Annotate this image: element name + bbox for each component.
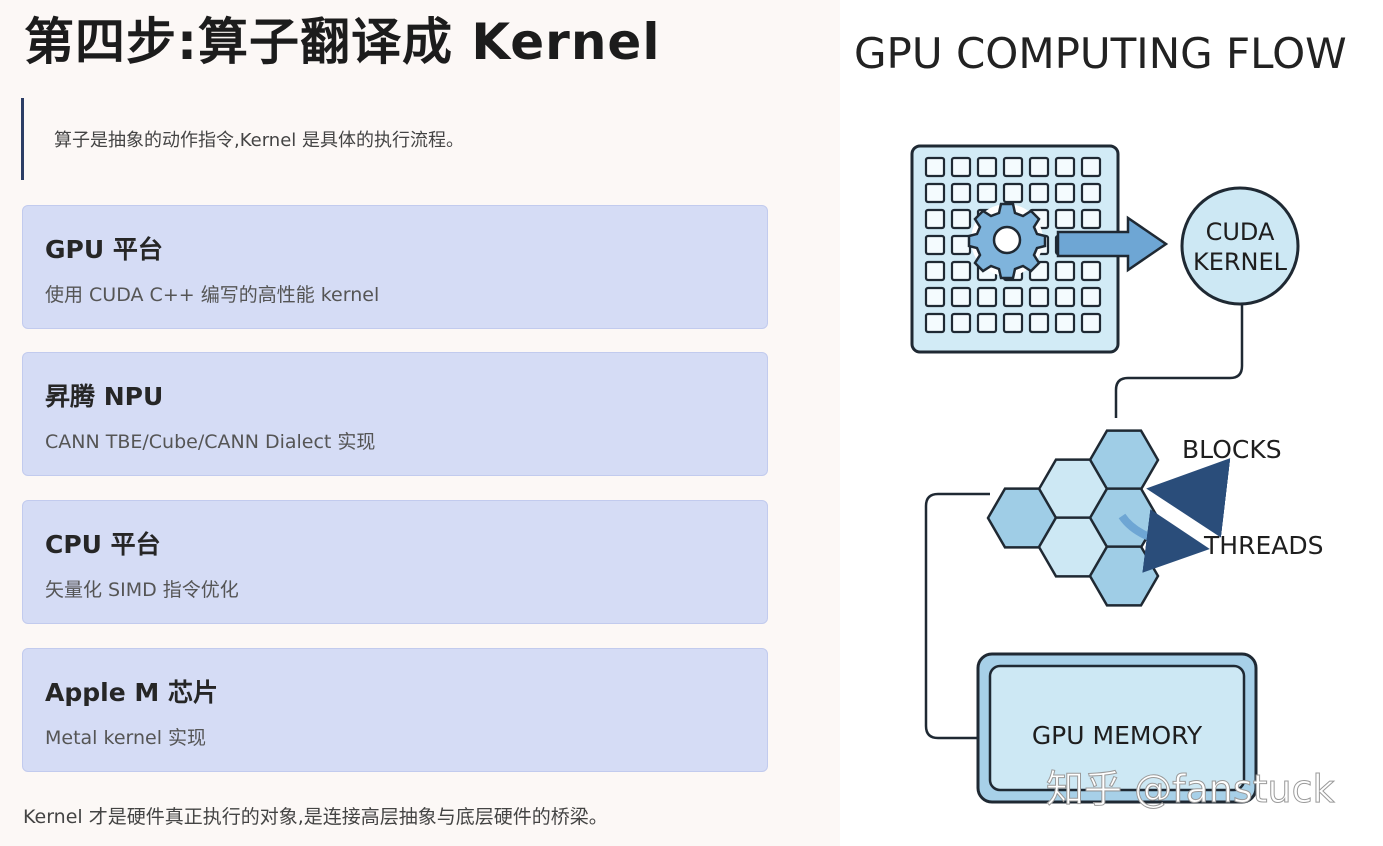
card-title: GPU 平台: [45, 235, 163, 264]
chip-core-cell: [976, 286, 998, 308]
chip-core-cell: [950, 182, 972, 204]
chip-core-cell: [924, 234, 946, 256]
chip-core-cell: [950, 234, 972, 256]
watermark: 知乎 @fanstuck: [1046, 767, 1335, 811]
chip-core-cell: [1002, 312, 1024, 334]
blocks-arrow: [1146, 458, 1231, 538]
chip-core-cell: [924, 286, 946, 308]
card-cpu: CPU 平台 矢量化 SIMD 指令优化: [22, 500, 768, 624]
thread-block-hex-cluster: [986, 429, 1160, 607]
chip-core-cell: [1002, 182, 1024, 204]
chip-core-cell: [924, 156, 946, 178]
kernel-to-blocks-connector: [1114, 304, 1244, 418]
memory-label: GPU MEMORY: [1032, 721, 1203, 750]
chip-to-kernel-arrow: [1056, 215, 1169, 273]
quote-bar: [21, 98, 24, 180]
diagram-panel: GPU COMPUTING FLOW CUDA KERNEL BLOCKS: [840, 0, 1383, 846]
memory-to-blocks-connector: [924, 492, 990, 740]
chip-core-cell: [1080, 156, 1102, 178]
chip-core-cell: [1002, 286, 1024, 308]
chip-core-cell: [924, 182, 946, 204]
chip-core-cell: [1028, 156, 1050, 178]
chip-core-cell: [1028, 286, 1050, 308]
chip-core-cell: [1054, 182, 1076, 204]
chip-core-cell: [924, 312, 946, 334]
gear-icon: [967, 202, 1047, 280]
quote-text: 算子是抽象的动作指令,Kernel 是具体的执行流程。: [54, 130, 464, 151]
chip-core-cell: [976, 312, 998, 334]
gpu-memory-node: GPU MEMORY: [976, 652, 1258, 804]
blocks-label: BLOCKS: [1182, 435, 1282, 464]
chip-core-cell: [924, 208, 946, 230]
cuda-kernel-node: CUDA KERNEL: [1180, 186, 1300, 306]
card-title: CPU 平台: [45, 530, 161, 559]
kernel-label-line1: CUDA: [1206, 218, 1275, 246]
gpu-chip-icon: [910, 144, 1120, 354]
chip-core-cell: [1054, 312, 1076, 334]
chip-core-cell: [950, 260, 972, 282]
chip-core-cell: [1028, 182, 1050, 204]
chip-core-cell: [1002, 156, 1024, 178]
chip-core-grid: [924, 156, 1102, 334]
card-title: 昇腾 NPU: [45, 382, 164, 411]
hex-cell: [1088, 545, 1160, 607]
card-title: Apple M 芯片: [45, 678, 218, 707]
chip-core-cell: [924, 260, 946, 282]
card-desc: 矢量化 SIMD 指令优化: [45, 579, 239, 601]
card-desc: Metal kernel 实现: [45, 727, 207, 749]
chip-core-cell: [950, 156, 972, 178]
left-panel: 第四步:算子翻译成 Kernel 算子是抽象的动作指令,Kernel 是具体的执…: [21, 13, 768, 828]
card-gpu: GPU 平台 使用 CUDA C++ 编写的高性能 kernel: [22, 205, 768, 329]
footer-text: Kernel 才是硬件真正执行的对象,是连接高层抽象与底层硬件的桥梁。: [23, 806, 608, 828]
kernel-label-line2: KERNEL: [1193, 248, 1288, 276]
chip-core-cell: [1028, 312, 1050, 334]
chip-core-cell: [1054, 156, 1076, 178]
chip-core-cell: [1054, 208, 1076, 230]
chip-core-cell: [950, 208, 972, 230]
chip-core-cell: [1080, 286, 1102, 308]
chip-core-cell: [976, 182, 998, 204]
gpu-flow-diagram: GPU COMPUTING FLOW CUDA KERNEL BLOCKS: [854, 29, 1347, 812]
card-npu: 昇腾 NPU CANN TBE/Cube/CANN Dialect 实现: [22, 352, 768, 476]
chip-core-cell: [950, 286, 972, 308]
card-apple: Apple M 芯片 Metal kernel 实现: [22, 648, 768, 772]
card-desc: CANN TBE/Cube/CANN Dialect 实现: [45, 431, 376, 453]
chip-core-cell: [950, 312, 972, 334]
chip-core-cell: [1080, 260, 1102, 282]
chip-core-cell: [1054, 260, 1076, 282]
chip-core-cell: [1080, 312, 1102, 334]
chip-core-cell: [1080, 182, 1102, 204]
page-title: 第四步:算子翻译成 Kernel: [24, 13, 661, 71]
card-desc: 使用 CUDA C++ 编写的高性能 kernel: [45, 284, 380, 306]
chip-core-cell: [1080, 208, 1102, 230]
chip-core-cell: [976, 156, 998, 178]
threads-arrow: [1118, 509, 1210, 573]
chip-core-cell: [1054, 286, 1076, 308]
threads-label: THREADS: [1203, 531, 1323, 560]
diagram-title: GPU COMPUTING FLOW: [854, 29, 1347, 78]
